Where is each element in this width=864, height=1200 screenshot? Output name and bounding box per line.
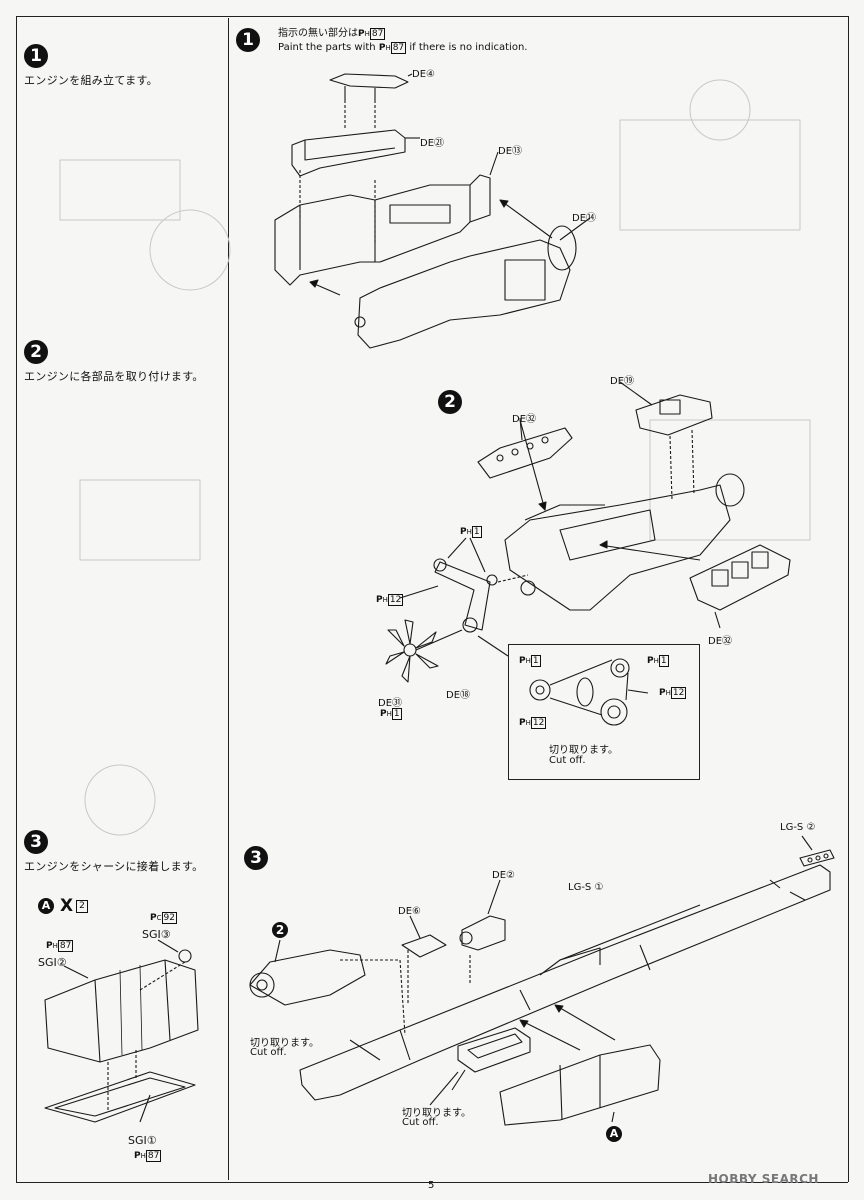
battery-tray-drawing bbox=[451, 1027, 531, 1091]
ghost-print-through bbox=[59, 79, 811, 836]
cut-off-tray-en: Cut off. bbox=[402, 1117, 439, 1128]
right-step3-number: 3 bbox=[244, 846, 268, 870]
part-de32-bottom-label: DE㉜ bbox=[708, 636, 733, 647]
part-de6-label: DE⑥ bbox=[398, 906, 421, 917]
step3-arrows bbox=[349, 1004, 616, 1106]
left-step3-number: 3 bbox=[24, 830, 48, 854]
part-de32-bottom-drawing bbox=[689, 544, 791, 629]
part-de4-drawing bbox=[329, 73, 413, 100]
part-de6-drawing bbox=[401, 915, 447, 958]
engine-block-upper bbox=[274, 151, 499, 286]
cut-off-frame-jp: 切り取ります。 bbox=[250, 1038, 319, 1049]
ref-step2-assembly-badge: 2 bbox=[272, 922, 288, 938]
engine-step3-drawing bbox=[249, 939, 366, 1006]
page-number: 5 bbox=[428, 1180, 435, 1191]
detail-callout-line bbox=[477, 635, 509, 657]
part-de31-fan-drawing bbox=[385, 619, 463, 683]
tank-guide-lines bbox=[107, 961, 186, 1110]
cut-detail-text-en: Cut off. bbox=[549, 755, 586, 766]
engine-block-lower bbox=[354, 217, 591, 349]
part-de21-drawing bbox=[291, 129, 420, 177]
part-de32-top-drawing bbox=[477, 417, 573, 479]
step3-guide-lines bbox=[340, 950, 471, 1036]
cut-off-frame-en: Cut off. bbox=[250, 1047, 287, 1058]
left-step3-text: エンジンをシャーシに接着します。 bbox=[24, 860, 204, 873]
tank-quantity-x: X bbox=[60, 896, 74, 916]
cut-detail-belt-drawing bbox=[529, 658, 649, 726]
cut-detail-text-jp: 切り取ります。 bbox=[549, 745, 618, 756]
left-step2-text: エンジンに各部品を取り付けます。 bbox=[24, 370, 204, 383]
tank-a-badge: A bbox=[38, 898, 54, 914]
tank-sgi2-label: SGI② bbox=[38, 956, 67, 969]
part-de32-top-label: DE㉜ bbox=[512, 414, 537, 425]
step2-arrows bbox=[497, 419, 701, 583]
part-de4-label: DE④ bbox=[412, 69, 435, 80]
right-step1-number: 1 bbox=[236, 28, 260, 52]
tank-sgi3-label: SGI③ bbox=[142, 928, 171, 941]
step2-guide-lines bbox=[669, 429, 695, 501]
part-de19-drawing bbox=[619, 381, 713, 436]
part-de21-label: DE㉑ bbox=[420, 138, 445, 149]
watermark-logo: HOBBY SEARCH bbox=[708, 1172, 819, 1186]
part-lgs2-drawing bbox=[799, 835, 835, 867]
part-de2-drawing bbox=[459, 879, 506, 951]
part-de18-label: DE⑱ bbox=[446, 690, 471, 701]
frame-bottom bbox=[16, 1182, 848, 1183]
step1-guide-lines bbox=[299, 100, 376, 245]
part-lgs2-label: LG-S ② bbox=[780, 822, 816, 833]
cut-off-tray-jp: 切り取ります。 bbox=[402, 1108, 471, 1119]
tank-quantity-count: 2 bbox=[76, 900, 88, 913]
frame-right bbox=[848, 16, 849, 1182]
ref-a-badge: A bbox=[606, 1126, 622, 1142]
fuel-tank-step3-drawing bbox=[499, 1044, 661, 1126]
frame-top bbox=[16, 16, 848, 17]
part-de31-label: DE㉛ bbox=[378, 698, 403, 709]
chassis-frame-drawing bbox=[299, 864, 831, 1101]
frame-left bbox=[16, 16, 17, 1182]
right-step2-number: 2 bbox=[438, 390, 462, 414]
left-step1-text: エンジンを組み立てます。 bbox=[24, 74, 158, 87]
part-de19-label: DE⑲ bbox=[610, 376, 635, 387]
fuel-tank-left-drawing bbox=[44, 939, 199, 1063]
step1-arrows bbox=[309, 199, 553, 296]
fan-belt-drawing bbox=[399, 537, 498, 633]
part-lgs1-label: LG-S ① bbox=[568, 882, 604, 893]
part-de2-label: DE② bbox=[492, 870, 515, 881]
tank-strap-drawing bbox=[44, 1071, 196, 1123]
left-step1-number: 1 bbox=[24, 44, 48, 68]
column-divider bbox=[228, 18, 229, 1180]
part-de14-label: DE⑭ bbox=[572, 213, 597, 224]
left-step2-number: 2 bbox=[24, 340, 48, 364]
engine-step2-drawing bbox=[504, 473, 745, 611]
part-de13-label: DE⑬ bbox=[498, 146, 523, 157]
tank-sgi1-label: SGI① bbox=[128, 1134, 157, 1147]
